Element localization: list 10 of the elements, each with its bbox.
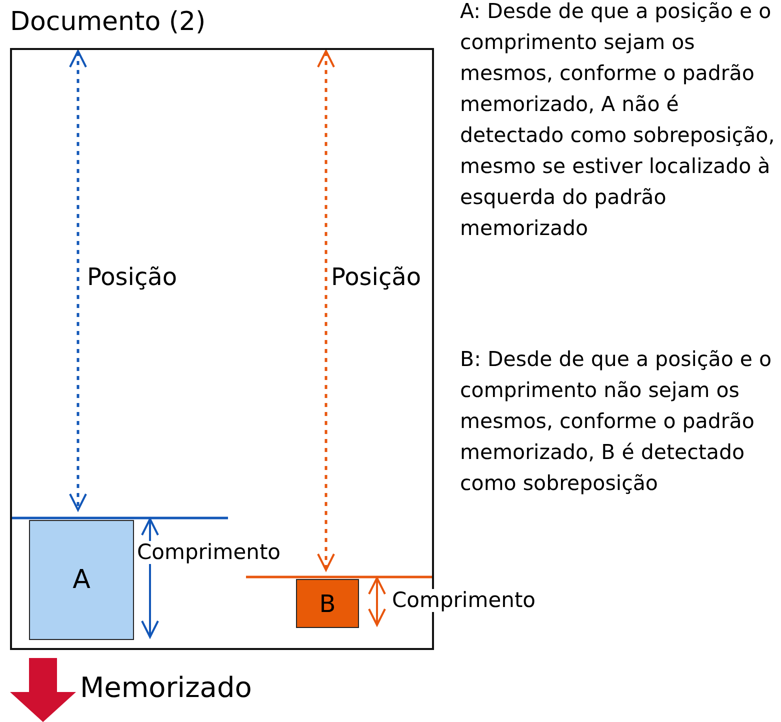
document-title: Documento (2) — [10, 8, 206, 37]
memorized-label: Memorizado — [80, 673, 252, 704]
length-label: Comprimento — [137, 541, 281, 564]
note-text: A: Desde de que a posição e o comprimento sejam os mesmos, conforme o padrão memorizado, A não é detectado como sobreposição, mesmo se estiver localizado à esquerda do padrão memorizado — [460, 0, 776, 242]
pattern-rect: A — [29, 520, 134, 640]
position-label: Posição — [331, 264, 422, 290]
position-label: Posição — [87, 264, 178, 290]
length-label: Comprimento — [392, 589, 536, 612]
pattern-rect: B — [296, 579, 359, 628]
note-text: B: Desde de que a posição e o comprimento não sejam os mesmos, conforme o padrão memorizado, B é detectado como sobreposição — [460, 346, 773, 497]
